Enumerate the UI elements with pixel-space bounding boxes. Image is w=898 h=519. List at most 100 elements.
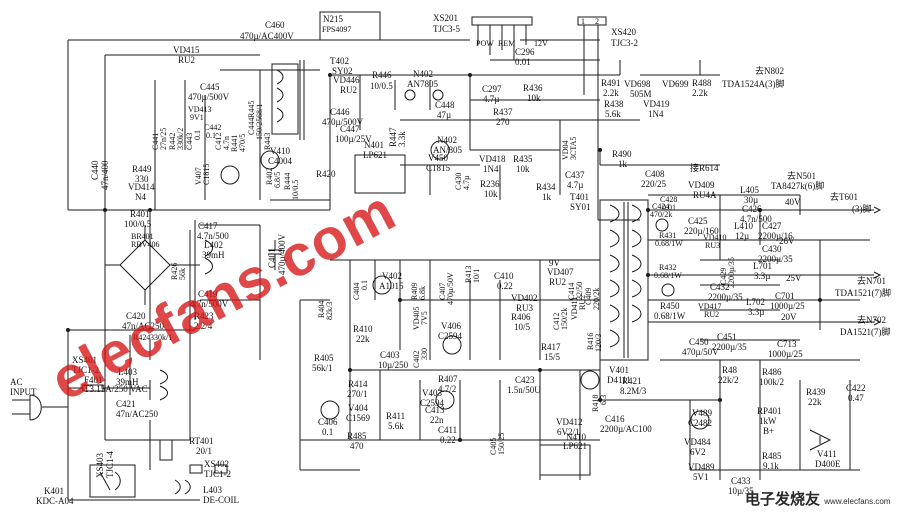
r401-value: 100/0.5 [124,219,152,229]
v403-part: C2594 [420,398,445,408]
rem-label: REM [498,39,516,48]
to-n702-label: 去N702 [857,315,886,325]
c417-label: C417 [198,221,218,231]
c447-label: C447 [340,124,360,134]
c297-label: C297 [482,84,502,94]
to-t601-label: 去T601 [830,192,858,202]
r445-value: 68/1 [255,103,264,118]
vd415-part: RU2 [178,55,196,65]
c713-label: C713 [777,339,797,349]
v404-part: C1569 [346,413,371,423]
c446-value: 470µ/500V [322,117,364,127]
xs420-part: TJC3-2 [611,38,638,48]
v407-part: C1815 [202,163,211,185]
c440-label: C440 [90,160,100,180]
r485b-value: 9.1k [763,461,779,471]
to-n702-pin: DA1521(7)脚 [840,327,891,337]
l403-label: L403 [118,367,137,377]
l402-label: L402 [204,240,223,250]
r432-label: R432 [659,263,677,272]
xs401-part: TJC1-2 [72,365,99,375]
r439-label: R439 [806,387,826,397]
r450-value: 0.68/1W [654,311,686,321]
c409-value: 220/2k [592,287,601,310]
vd484-label: VD484 [684,437,711,447]
r411-value: 5.6k [388,421,404,431]
n401-part: LP621 [363,150,388,160]
vd410-label: VD410 [703,233,727,242]
r444-value: 10/0.5 [291,179,300,200]
r439-value: 22k [808,397,822,407]
r450-label: R450 [660,301,680,311]
r431-label: R431 [659,231,677,240]
r417-value: 15/5 [544,352,561,362]
xs403-part: TJC1-4 [105,451,115,478]
c412b-value: 150/2k [560,307,569,330]
vd412-label: VD412 [556,417,583,427]
c432-value: 2200µ/35 [708,292,743,302]
c297-value: 4.7µ [483,94,500,104]
v406-label: V406 [441,321,461,331]
vd04-value: 3CTA5 [569,136,578,160]
vd489-label: VD489 [688,462,715,472]
c424-value: 470/2k [650,210,673,219]
r442-value: 330k/2 [176,127,185,150]
c430b-value: 2200µ/35 [758,254,793,264]
c413-value: 22n [430,415,444,425]
br401-part: RBV406 [131,240,160,249]
r446-label: R446 [372,70,392,80]
r491-label: R491 [601,78,621,88]
r417-label: R417 [541,342,561,352]
vd414-label: VD414 [128,182,155,192]
rt401-value: 20/1 [196,446,213,456]
c422-label: C422 [846,383,866,393]
rt401-label: RT401 [189,436,214,446]
r407-label: R407 [438,374,458,384]
vd402-label: VD402 [511,293,538,303]
vd410-part: RU3 [705,241,721,250]
c408-value: 220/25 [641,179,667,189]
vd405-value: 7V5 [420,311,429,325]
c440-value: 47n/400 [100,160,110,190]
c411-value: 0.22 [440,435,456,445]
br401-label: BR401 [131,232,154,241]
v411-label: V411 [817,449,837,459]
c437-label: C437 [565,170,585,180]
rp401-value: 1kW [759,416,777,426]
r490-label: R490 [612,149,632,159]
rp401-bplus: B+ [763,426,775,436]
t402-part: SY02 [332,66,353,76]
site-logo: 电子发烧友 www.elecfans.com [745,488,895,514]
c406-value: 0.1 [322,427,334,437]
r424-value: 330k/1 [150,333,173,342]
c430b-label: C430 [762,244,782,254]
r236-value: 10k [484,189,498,199]
to-n501-label: 去N501 [787,171,816,181]
c442-label: C442 [204,123,222,132]
c425-label: C425 [688,216,708,226]
v450-label: V450 [428,153,448,163]
n402a-label: N402 [413,69,433,79]
v489-part: C2482 [688,418,713,428]
c432-label: C432 [710,282,730,292]
r485-value: 470 [350,441,364,451]
r491-value: 2.2k [603,88,619,98]
r404-value: 82k/3 [325,301,334,320]
v401-part: D4111 [607,375,631,385]
r236-label: R236 [480,179,500,189]
c410-label: C410 [494,271,514,281]
r436-label: R436 [523,83,543,93]
k401-part: KDC-A04 [36,496,74,506]
r420-label: R420 [316,169,336,179]
c426-value: 4.7n/500 [740,214,772,224]
r406-value: 10/5 [514,322,531,332]
c460-label: C460 [265,20,285,30]
c410-value: 0.22 [497,281,513,291]
c416-label: C416 [605,414,625,424]
l403-value: 39mH [116,377,139,387]
c404-value: 0.1 [360,280,369,290]
v406-part: C2594 [438,331,463,341]
logo-subtext: www.elecfans.com [824,497,891,506]
l410-value: 12µ [735,231,750,241]
r401-label: R401 [130,209,150,219]
